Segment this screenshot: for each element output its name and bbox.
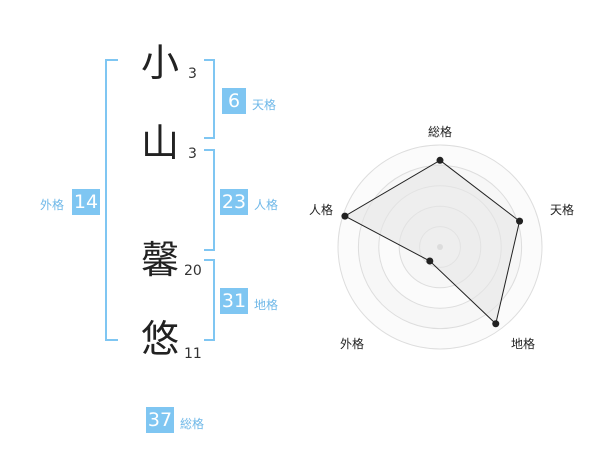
name-char-3: 馨 — [141, 238, 180, 282]
tenkaku-label: 天格 — [252, 98, 277, 112]
name-char-4: 悠 — [141, 317, 180, 361]
radar-label-tenkaku: 天格 — [550, 203, 575, 217]
tenkaku-value: 6 — [222, 88, 246, 114]
gaikaku-value: 14 — [72, 189, 100, 215]
stroke-count-3: 20 — [184, 263, 202, 279]
radar-point-5 — [341, 212, 349, 220]
radar-point-4 — [426, 257, 434, 265]
stroke-count-4: 11 — [184, 346, 202, 362]
gaikaku-label: 外格 — [40, 198, 65, 212]
jinkaku-value: 23 — [220, 189, 248, 215]
soukaku-label: 総格 — [180, 417, 205, 431]
stroke-count-2: 3 — [188, 146, 197, 162]
radar-polygon — [343, 159, 521, 325]
tenkaku-bracket — [204, 59, 215, 139]
chikaku-label: 地格 — [254, 298, 279, 312]
name-char-1: 小 — [141, 41, 180, 85]
stroke-count-1: 3 — [188, 66, 197, 82]
jinkaku-bracket — [204, 149, 215, 251]
radar-label-gaikaku: 外格 — [340, 337, 365, 351]
radar-label-chikaku: 地格 — [511, 337, 536, 351]
jinkaku-label: 人格 — [254, 198, 279, 212]
chikaku-bracket — [204, 259, 215, 341]
radar-point-1 — [436, 156, 444, 164]
radar-label-jinkaku: 人格 — [309, 203, 334, 217]
name-char-2: 山 — [141, 121, 180, 165]
radar-point-3 — [492, 320, 500, 328]
radar-label-soukaku: 総格 — [428, 125, 453, 139]
radar-point-2 — [516, 217, 524, 225]
chikaku-value: 31 — [220, 288, 248, 314]
gaikaku-bracket — [105, 59, 118, 341]
soukaku-value: 37 — [146, 407, 174, 433]
